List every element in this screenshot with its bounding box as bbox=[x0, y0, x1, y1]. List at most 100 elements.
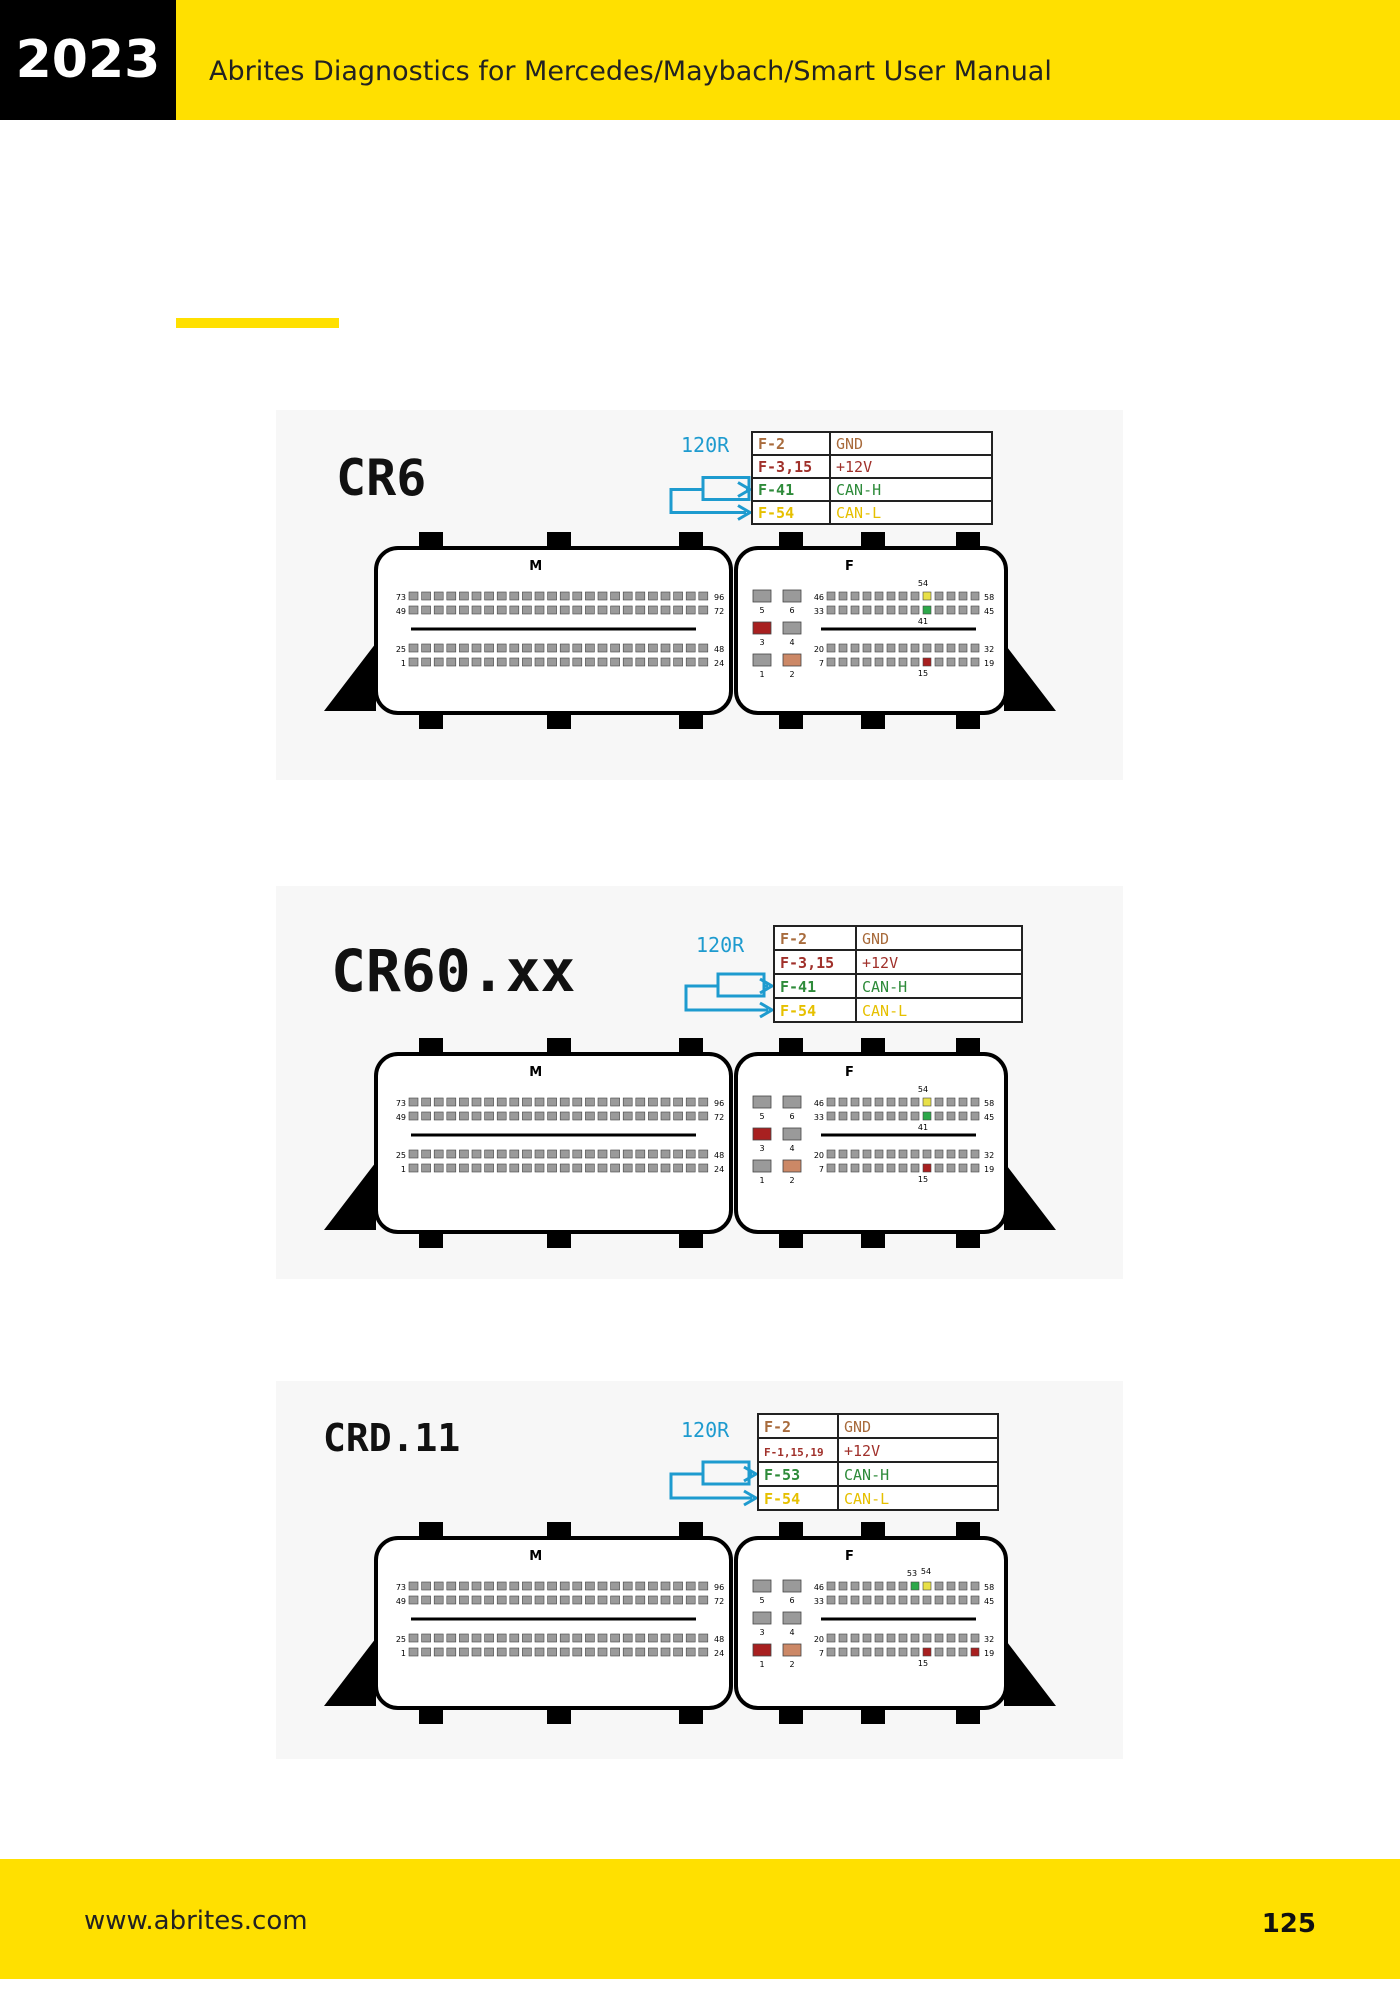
pin-number: 49 bbox=[396, 1113, 406, 1122]
pin bbox=[572, 1111, 583, 1121]
pin bbox=[534, 1581, 545, 1591]
pin bbox=[673, 1097, 683, 1107]
pin bbox=[946, 657, 956, 667]
pin-number: 49 bbox=[396, 1597, 406, 1606]
pin bbox=[826, 1149, 836, 1159]
pin bbox=[471, 1163, 482, 1173]
pin bbox=[433, 1163, 444, 1173]
pin bbox=[559, 591, 570, 601]
pin bbox=[572, 1647, 583, 1657]
pin bbox=[509, 1633, 520, 1643]
pin bbox=[559, 605, 570, 615]
pin bbox=[484, 657, 494, 667]
pin bbox=[597, 1633, 608, 1643]
pin bbox=[471, 591, 482, 601]
pin bbox=[547, 1633, 557, 1643]
connector-tab bbox=[861, 1708, 885, 1724]
connector-tab bbox=[956, 1038, 980, 1054]
website-link[interactable]: www.abrites.com bbox=[84, 1906, 308, 1936]
pin bbox=[698, 1149, 709, 1159]
pin bbox=[622, 1647, 633, 1657]
pin bbox=[946, 1633, 956, 1643]
pin bbox=[559, 1647, 570, 1657]
pin bbox=[446, 1647, 457, 1657]
pin bbox=[534, 1633, 545, 1643]
pin bbox=[622, 1111, 633, 1121]
table-pin: F-2 bbox=[758, 435, 785, 453]
connector-tab bbox=[779, 1522, 803, 1538]
pin-callout: 41 bbox=[918, 1123, 928, 1132]
pin bbox=[572, 605, 583, 615]
pin bbox=[622, 591, 633, 601]
pin bbox=[838, 1633, 848, 1643]
pin bbox=[673, 1633, 683, 1643]
table-signal: CAN-H bbox=[836, 481, 881, 499]
pin bbox=[496, 1633, 507, 1643]
pin bbox=[522, 591, 532, 601]
pin bbox=[610, 591, 620, 601]
pin bbox=[886, 1633, 896, 1643]
table-pin: F-2 bbox=[764, 1418, 791, 1436]
pin bbox=[484, 1581, 494, 1591]
pin bbox=[958, 591, 968, 601]
connector-tab bbox=[861, 532, 885, 548]
pin bbox=[874, 1581, 884, 1591]
pin bbox=[421, 1595, 431, 1605]
arrow-icon bbox=[743, 1465, 759, 1507]
pin bbox=[922, 1633, 932, 1643]
pin bbox=[934, 1581, 944, 1591]
pin bbox=[433, 657, 444, 667]
page-number: 125 bbox=[1261, 1909, 1316, 1939]
pin bbox=[698, 1595, 709, 1605]
pin bbox=[610, 1595, 620, 1605]
pin bbox=[522, 1595, 532, 1605]
pin bbox=[850, 643, 860, 653]
pin bbox=[946, 1149, 956, 1159]
pin bbox=[850, 1097, 860, 1107]
pin bbox=[946, 605, 956, 615]
pin bbox=[408, 1581, 419, 1591]
pin-number: 33 bbox=[814, 1113, 824, 1122]
pin bbox=[685, 1149, 696, 1159]
pin bbox=[874, 1097, 884, 1107]
table-signal: GND bbox=[836, 435, 863, 453]
pin bbox=[433, 1111, 444, 1121]
pin bbox=[547, 1647, 557, 1657]
pin bbox=[597, 605, 608, 615]
resistor-symbol bbox=[701, 476, 751, 501]
connector-tab bbox=[547, 1038, 571, 1054]
pin bbox=[585, 1111, 595, 1121]
pin bbox=[496, 1163, 507, 1173]
pin bbox=[685, 1111, 696, 1121]
connector-tab bbox=[679, 532, 703, 548]
pin bbox=[958, 657, 968, 667]
block-label-f: F bbox=[845, 1065, 854, 1080]
table-pin: F-54 bbox=[764, 1490, 800, 1508]
pin bbox=[648, 1581, 658, 1591]
pin-number: 45 bbox=[984, 1597, 994, 1606]
pin bbox=[433, 1647, 444, 1657]
pin bbox=[559, 1581, 570, 1591]
pin-number: 72 bbox=[714, 1113, 724, 1122]
pin bbox=[509, 1097, 520, 1107]
pin bbox=[635, 643, 646, 653]
pin bbox=[496, 1595, 507, 1605]
pin bbox=[934, 1111, 944, 1121]
pin bbox=[946, 1111, 956, 1121]
pin-number: 1 bbox=[401, 1165, 406, 1174]
pin bbox=[898, 643, 908, 653]
pin bbox=[673, 1595, 683, 1605]
pin bbox=[585, 1149, 595, 1159]
pin bbox=[446, 1111, 457, 1121]
pin bbox=[534, 643, 545, 653]
pin bbox=[559, 1149, 570, 1159]
pin bbox=[459, 657, 469, 667]
pin bbox=[946, 1595, 956, 1605]
pin bbox=[547, 1581, 557, 1591]
pin bbox=[496, 657, 507, 667]
pin bbox=[660, 605, 671, 615]
pin bbox=[922, 1163, 932, 1173]
pin bbox=[433, 1581, 444, 1591]
pin bbox=[610, 643, 620, 653]
